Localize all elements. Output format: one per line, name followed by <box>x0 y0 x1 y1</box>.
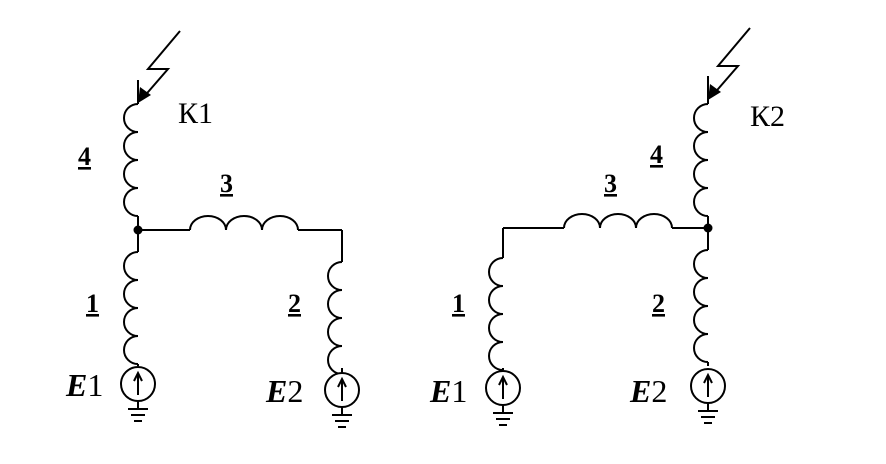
voltage-source-icon <box>690 368 726 404</box>
branch-label-4: 4 <box>650 140 663 169</box>
fault-label: К1 <box>178 97 213 130</box>
inductor-3 <box>563 213 673 229</box>
inductor-3 <box>189 215 299 231</box>
branch-label-3: 3 <box>604 169 617 198</box>
fault-label: К2 <box>750 100 785 133</box>
branch-label-1: 1 <box>86 289 99 318</box>
source-label-e2: E2 <box>629 373 667 409</box>
branch-label-3: 3 <box>220 169 233 198</box>
branch-label-2: 2 <box>652 289 665 318</box>
inductor-1 <box>488 257 504 371</box>
inductor-4 <box>693 103 709 217</box>
source-label-e1: E1 <box>429 373 467 409</box>
branch-label-1: 1 <box>452 289 465 318</box>
source-label-e2: E2 <box>265 373 303 409</box>
ground-icon <box>127 400 149 422</box>
fault-lightning-icon <box>137 30 181 104</box>
inductor-2 <box>693 249 709 363</box>
voltage-source-icon <box>324 372 360 408</box>
ground-icon <box>331 406 353 428</box>
voltage-source-icon <box>120 366 156 402</box>
inductor-1 <box>123 251 139 365</box>
ground-icon <box>697 402 719 424</box>
source-label-e1: E1 <box>65 367 103 403</box>
fault-lightning-icon <box>707 27 751 101</box>
ground-icon <box>492 404 514 426</box>
inductor-2 <box>327 261 343 375</box>
branch-label-4: 4 <box>78 142 91 171</box>
right-circuit: К2 4 3 1 2 E1 E2 <box>429 27 785 426</box>
voltage-source-icon <box>485 370 521 406</box>
inductor-4 <box>123 103 139 217</box>
branch-label-2: 2 <box>288 289 301 318</box>
left-circuit: К1 4 3 1 2 E1 E2 <box>65 30 360 428</box>
